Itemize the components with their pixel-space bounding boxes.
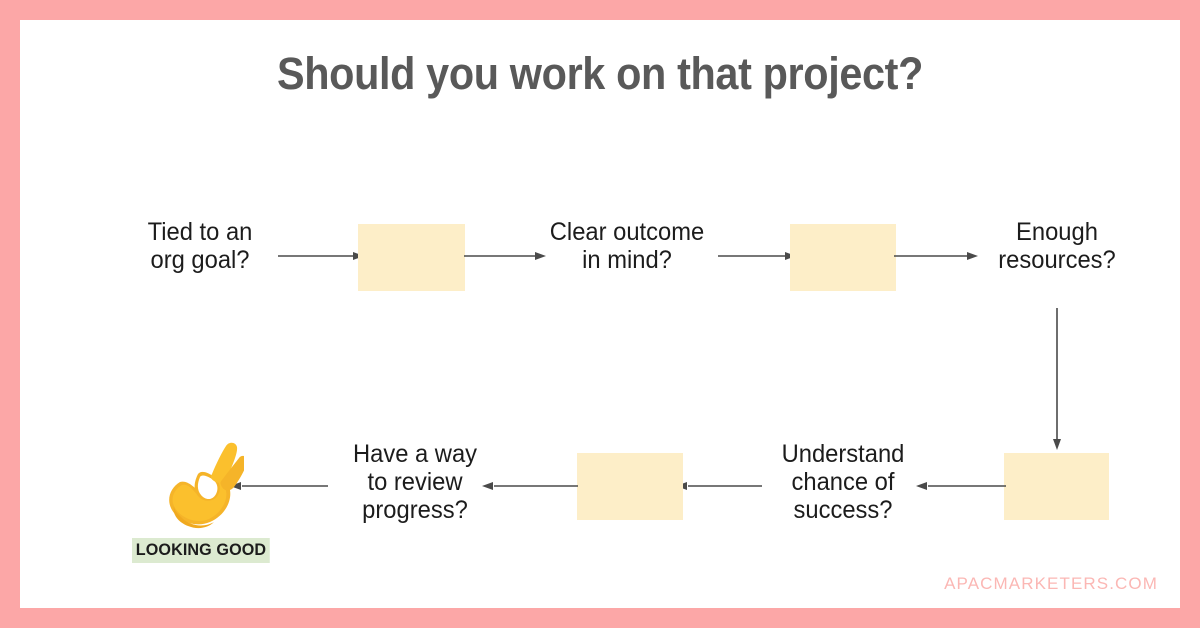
decision-4: [577, 453, 683, 520]
connector-decision2-to-step3: [894, 248, 978, 264]
decision-diamond-shape: [790, 224, 896, 291]
connector-step4-to-decision4: [676, 478, 762, 494]
decision-diamond-shape: [358, 224, 465, 291]
step-label-clear-outcome: Clear outcome in mind?: [549, 218, 705, 274]
connector-decision1-to-step2: [464, 248, 546, 264]
connector-decision3-to-step4: [916, 478, 1006, 494]
connector-decision4-to-step5: [482, 478, 578, 494]
watermark: APACMARKETERS.COM: [944, 574, 1158, 593]
slide-canvas: Should you work on that project? Tied to…: [20, 20, 1180, 608]
decision-3: [1004, 453, 1109, 520]
ok-hand-emoji: [160, 438, 244, 532]
connector-step5-to-outcome: [230, 478, 328, 494]
connector-step2-to-decision2: [718, 248, 796, 264]
decision-diamond-shape: [577, 453, 683, 520]
decision-2: [790, 224, 896, 291]
decision-1: [358, 224, 465, 291]
step-label-have-a-way-to-review: Have a way to review progress?: [352, 440, 478, 524]
step-label-understand-chance: Understand chance of success?: [781, 440, 905, 524]
connector-step1-to-decision1: [278, 248, 364, 264]
step-label-tied-to-org-goal: Tied to an org goal?: [147, 218, 253, 274]
connector-step3-to-decision3: [1049, 308, 1065, 450]
page-title: Should you work on that project?: [276, 48, 924, 99]
decision-diamond-shape: [1004, 453, 1109, 520]
step-label-enough-resources: Enough resources?: [998, 218, 1116, 274]
looking-good-badge: LOOKING GOOD: [132, 538, 270, 563]
